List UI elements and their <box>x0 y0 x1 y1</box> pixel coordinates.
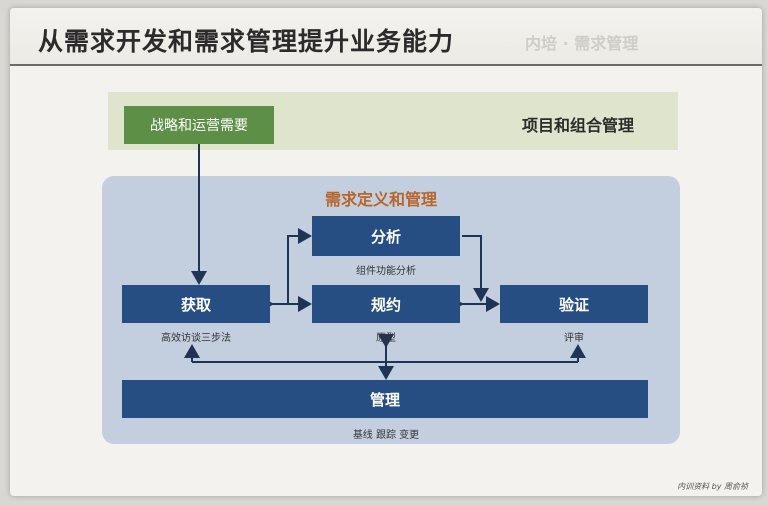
slide: 从需求开发和需求管理提升业务能力 内培 · 需求管理 战略和运营需要 项目和组合… <box>10 8 762 496</box>
analysis-caption: 组件功能分析 <box>356 266 416 277</box>
spec-caption: 原型 <box>376 333 396 344</box>
faded-header-text: 内培 · 需求管理 <box>525 34 639 53</box>
footer-credit: 内训资料 by 周俞祯 <box>677 482 748 491</box>
verify-box: 验证 <box>500 285 648 323</box>
manage-box: 管理 <box>122 380 648 418</box>
strategy-box: 战略和运营需要 <box>124 106 274 144</box>
title-bar <box>10 8 762 66</box>
panel-title: 需求定义和管理 <box>324 190 437 209</box>
acquire-caption: 高效访谈三步法 <box>161 333 231 344</box>
spec-box: 规约 <box>312 285 460 323</box>
page-title: 从需求开发和需求管理提升业务能力 <box>38 27 455 56</box>
arrow-to-analysis <box>287 228 312 304</box>
acquire-box: 获取 <box>122 285 270 323</box>
verify-caption: 评审 <box>564 333 584 344</box>
manage-caption: 基线 跟踪 变更 <box>352 430 420 441</box>
analysis-box: 分析 <box>312 216 460 256</box>
arrow-from-analysis <box>462 235 489 302</box>
portfolio-label: 项目和组合管理 <box>522 116 635 135</box>
title-divider <box>10 64 762 66</box>
connector-arrows <box>184 144 586 380</box>
